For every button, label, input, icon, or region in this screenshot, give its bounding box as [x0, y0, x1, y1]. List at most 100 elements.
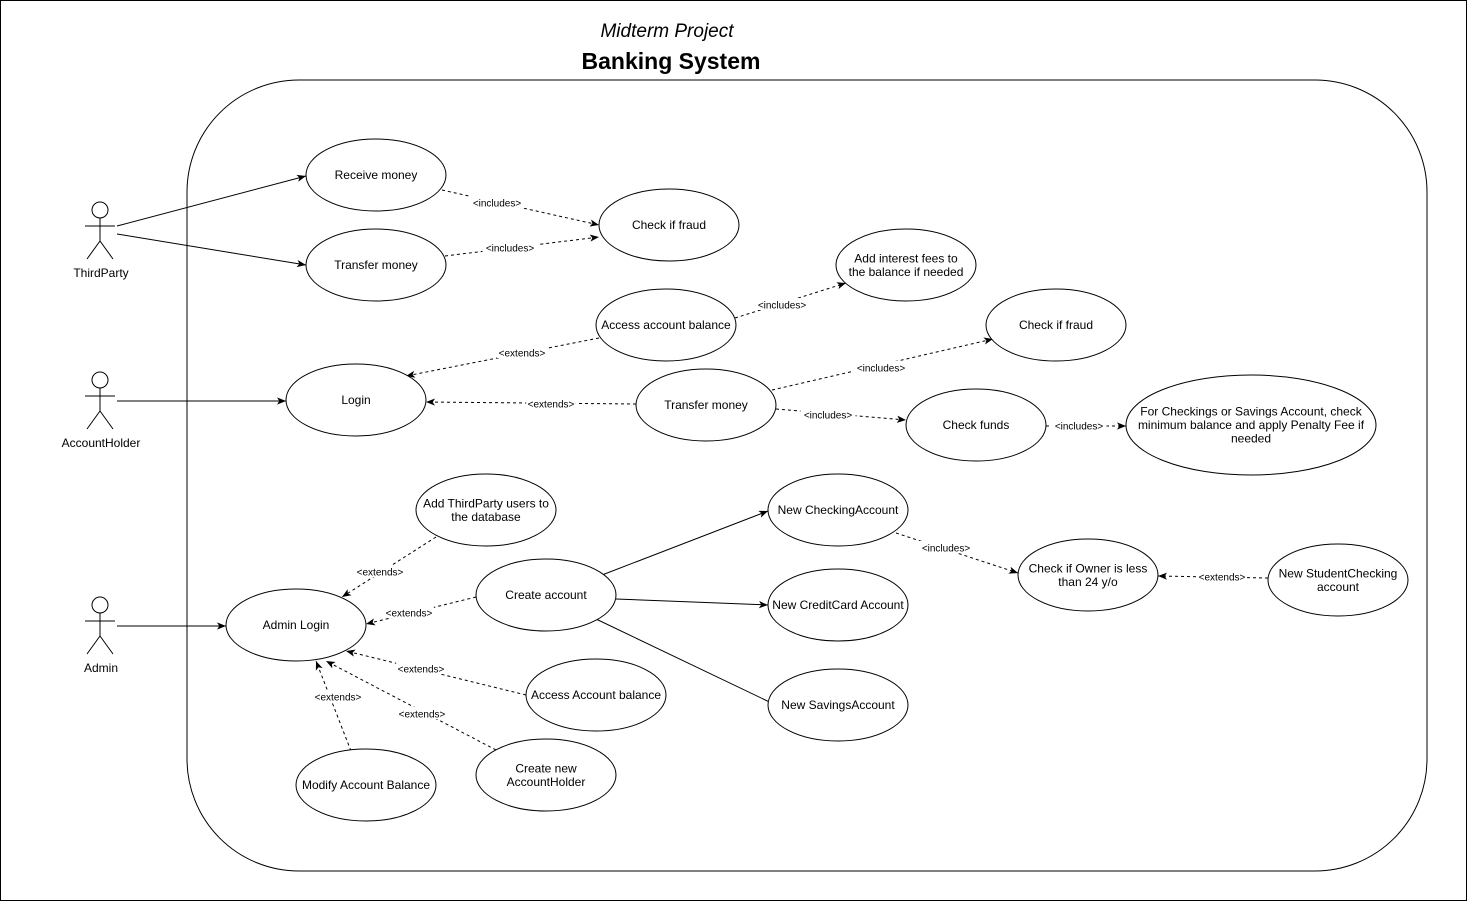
use-case-check-funds[interactable]: Check funds	[905, 388, 1047, 462]
use-case-transfer-money-tp[interactable]: Transfer money	[305, 228, 447, 302]
relation-label: <extends>	[1197, 570, 1247, 584]
relation-association-thirdparty-to-receive-money	[116, 174, 307, 227]
use-case-label: New CreditCard Account	[772, 598, 904, 612]
actor-figure-icon	[85, 596, 115, 655]
relation-label: <extends>	[497, 346, 547, 360]
relation-label-text: <extends>	[399, 710, 446, 721]
relation-label: <extends>	[313, 690, 363, 704]
use-case-access-balance[interactable]: Access account balance	[595, 288, 737, 362]
use-case-new-checking[interactable]: New CheckingAccount	[767, 473, 909, 547]
use-case-ellipse	[635, 368, 777, 442]
relation-association-create-account-to-new-checking	[601, 510, 769, 576]
actor-label: AccountHolder	[62, 436, 141, 450]
use-case-ellipse	[1017, 538, 1159, 612]
relation-include-transfer-money-ah-to-check-fraud-ah	[771, 337, 994, 391]
relation-extend-transfer-money-ah-to-login	[425, 398, 637, 406]
use-case-ellipse	[305, 138, 447, 212]
actor-thirdparty[interactable]: ThirdParty	[73, 201, 129, 280]
actor-admin[interactable]: Admin	[84, 596, 118, 675]
use-case-label: Transfer money	[334, 258, 418, 272]
relation-extend-create-accountholder-to-admin-login	[325, 660, 497, 751]
relation-label-text: <includes>	[922, 544, 971, 555]
relation-label: <includes>	[469, 196, 525, 210]
use-case-ellipse	[285, 363, 427, 437]
actor-figure-icon	[85, 371, 115, 430]
use-case-admin-login[interactable]: Admin Login	[225, 588, 367, 662]
use-case-ellipse	[767, 473, 909, 547]
relation-label-text: <includes>	[1055, 422, 1104, 433]
use-case-ellipse	[767, 568, 909, 642]
use-case-create-account[interactable]: Create account	[475, 558, 617, 632]
actor-label: ThirdParty	[73, 266, 128, 280]
relation-label: <extends>	[526, 397, 576, 411]
use-case-ellipse	[835, 228, 977, 302]
use-case-ellipse	[295, 748, 437, 822]
relation-include-transfer-money-ah-to-check-funds	[775, 408, 907, 423]
use-case-modify-balance[interactable]: Modify Account Balance	[295, 748, 437, 822]
use-case-login[interactable]: Login	[285, 363, 427, 437]
use-case-label: Check funds	[943, 418, 1010, 432]
relation-label-text: <includes>	[857, 364, 906, 375]
relation-label-text: <extends>	[315, 693, 362, 704]
use-case-ellipse	[415, 473, 557, 547]
relation-label-text: <includes>	[486, 244, 535, 255]
use-case-label: Access Account balance	[531, 688, 661, 702]
use-case-ellipse	[525, 658, 667, 732]
relation-label-text: <includes>	[758, 301, 807, 312]
relation-label: <extends>	[396, 662, 446, 676]
use-case-label: New SavingsAccount	[781, 698, 895, 712]
use-case-ellipse	[598, 188, 740, 262]
diagram-title: Banking System	[582, 48, 761, 74]
use-case-ellipse	[1267, 543, 1409, 617]
actor-accountholder[interactable]: AccountHolder	[62, 371, 141, 450]
relation-label-text: <extends>	[1199, 573, 1246, 584]
diagram-subtitle: Midterm Project	[600, 21, 734, 42]
use-case-ellipse	[225, 588, 367, 662]
relation-label: <includes>	[754, 298, 810, 312]
use-case-label: Modify Account Balance	[302, 778, 430, 792]
relation-label: <includes>	[853, 361, 909, 375]
actor-figure-icon	[85, 201, 115, 260]
use-case-label: Receive money	[335, 168, 418, 182]
use-case-label: New CheckingAccount	[778, 503, 899, 517]
relation-extend-modify-balance-to-admin-login	[315, 660, 352, 752]
use-case-new-credit-card[interactable]: New CreditCard Account	[767, 568, 909, 642]
relation-include-transfer-money-tp-to-check-fraud-tp	[444, 234, 600, 257]
use-case-access-account-balance-admin[interactable]: Access Account balance	[525, 658, 667, 732]
use-case-ellipse	[985, 288, 1127, 362]
relation-label-text: <includes>	[804, 411, 853, 422]
use-case-label: Transfer money	[664, 398, 748, 412]
use-case-label: Access account balance	[601, 318, 731, 332]
relation-association-thirdparty-to-transfer-money-tp	[116, 233, 307, 268]
use-case-check-fraud-ah[interactable]: Check if fraud	[985, 288, 1127, 362]
use-case-check-fraud-tp[interactable]: Check if fraud	[598, 188, 740, 262]
use-case-ellipse	[1125, 374, 1377, 476]
use-case-ellipse	[305, 228, 447, 302]
relation-label: <includes>	[1051, 419, 1107, 433]
use-case-label: Create account	[505, 588, 587, 602]
use-case-transfer-money-ah[interactable]: Transfer money	[635, 368, 777, 442]
use-case-label: Login	[341, 393, 370, 407]
relation-label: <extends>	[397, 707, 447, 721]
actor-label: Admin	[84, 661, 118, 675]
relation-labels-layer: <includes> <includes> <extends> <includes> <…	[313, 196, 1247, 721]
use-case-receive-money[interactable]: Receive money	[305, 138, 447, 212]
relation-label: <includes>	[800, 408, 856, 422]
use-case-new-savings[interactable]: New SavingsAccount	[767, 668, 909, 742]
